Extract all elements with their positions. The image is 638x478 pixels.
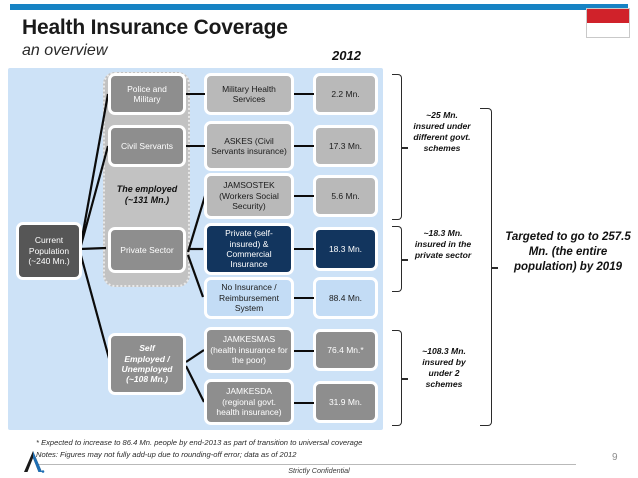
employed-line2: (~131 Mn.) [124, 195, 170, 205]
bracket-nib [401, 378, 408, 380]
self-employed-line2: Employed / [124, 353, 170, 364]
annotation-two-schemes: ~108.3 Mn. insured by under 2 schemes [422, 346, 466, 389]
node-military-health-services[interactable]: Military Health Services [204, 73, 294, 115]
annotation-govt-schemes: ~25 Mn. insured under different govt. sc… [413, 110, 471, 153]
footnote-general: Notes: Figures may not fully add-up due … [36, 450, 297, 459]
footer-divider [36, 464, 576, 465]
bracket-target [480, 108, 498, 426]
value-military-health-services[interactable]: 2.2 Mn. [313, 73, 378, 115]
header-accent-bar [10, 4, 628, 10]
connector-askes [294, 145, 314, 147]
node-civil-servants[interactable]: Civil Servants [108, 125, 186, 167]
current-population-line2: Population [28, 245, 70, 256]
bracket-private-sector [392, 226, 408, 292]
confidential-label: Strictly Confidential [288, 466, 350, 475]
connector-mhs [294, 93, 314, 95]
annotation-private-sector: ~18.3 Mn. insured in the private sector [414, 228, 472, 260]
flag-red-band [587, 9, 629, 23]
bracket-nib [401, 259, 408, 261]
self-employed-line4: (~108 Mn.) [126, 374, 168, 385]
employed-line1: The employed [116, 184, 178, 195]
node-jamkesmas[interactable]: JAMKESMAS (health insurance for the poor… [204, 327, 294, 373]
node-police-and-military[interactable]: Police and Military [108, 73, 186, 115]
self-employed-line3: Unemployed [121, 364, 173, 374]
connector-civil-askes [186, 145, 205, 147]
footnote-star: * Expected to increase to 86.4 Mn. peopl… [36, 438, 363, 447]
value-no-insurance[interactable]: 88.4 Mn. [313, 277, 378, 319]
connector-jamkesmas [294, 350, 314, 352]
page-subtitle: an overview [22, 42, 108, 59]
node-jamsostek[interactable]: JAMSOSTEK (Workers Social Security) [204, 173, 294, 219]
connector-jamkesda [294, 402, 314, 404]
bracket-nib [491, 267, 498, 269]
bracket-two-schemes [392, 330, 408, 426]
bracket-nib [401, 147, 408, 149]
current-population-line1: Current [34, 235, 64, 246]
indonesia-flag-icon [586, 8, 630, 38]
node-private-commercial-insurance[interactable]: Private (self-insured) & Commercial Insu… [204, 223, 294, 275]
self-employed-line1: Self [139, 343, 155, 354]
annotation-target: Targeted to go to 257.5 Mn. (the entire … [505, 231, 631, 273]
bracket-govt-schemes [392, 74, 408, 220]
current-population-line3: (~240 Mn.) [28, 256, 70, 267]
node-jamkesda[interactable]: JAMKESDA (regional govt. health insuranc… [204, 379, 294, 425]
group-label-employed: The employed (~131 Mn.) [104, 178, 190, 212]
value-jamkesda[interactable]: 31.9 Mn. [313, 381, 378, 423]
year-label: 2012 [332, 48, 361, 63]
company-a-logo-icon [24, 451, 45, 473]
value-jamkesmas[interactable]: 76.4 Mn.* [313, 329, 378, 371]
value-askes[interactable]: 17.3 Mn. [313, 125, 378, 167]
page-number: 9 [612, 452, 618, 463]
node-askes[interactable]: ASKES (Civil Servants insurance) [204, 121, 294, 171]
node-current-population[interactable]: Current Population (~240 Mn.) [16, 222, 82, 280]
value-private-commercial-insurance[interactable]: 18.3 Mn. [313, 227, 378, 271]
node-private-sector[interactable]: Private Sector [108, 227, 186, 273]
connector-jamsostek [294, 195, 314, 197]
connector-police-mhs [186, 93, 205, 95]
node-no-insurance[interactable]: No Insurance / Reimbursement System [204, 277, 294, 319]
connector-private [294, 248, 314, 250]
connector-no-insurance [294, 297, 314, 299]
page-title: Health Insurance Coverage [22, 16, 288, 39]
node-self-employed-unemployed[interactable]: Self Employed / Unemployed (~108 Mn.) [108, 333, 186, 395]
value-jamsostek[interactable]: 5.6 Mn. [313, 175, 378, 217]
